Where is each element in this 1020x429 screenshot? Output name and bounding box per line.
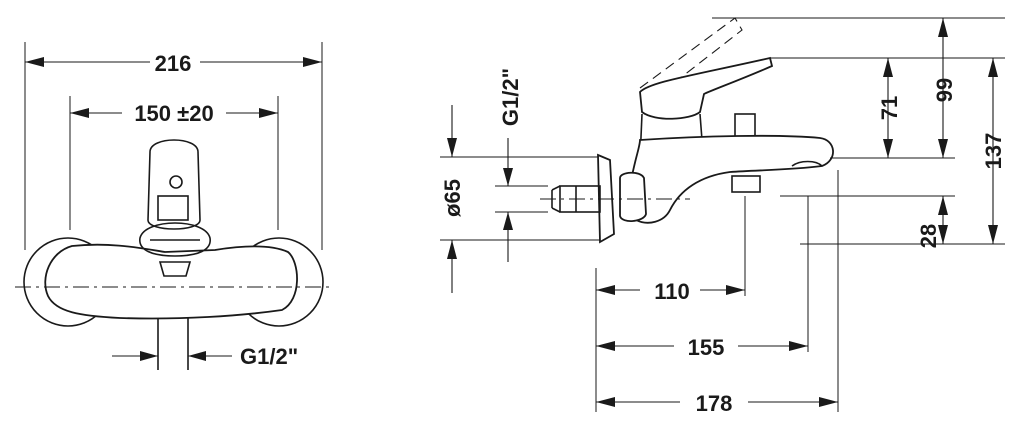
dimension-label: 155 [688, 335, 725, 360]
dimension-label: 137 [981, 133, 1006, 170]
dimension-diameter-65: ø65 [440, 105, 600, 293]
dimension-label: 178 [696, 391, 733, 416]
dimension-height-71: 71 [877, 58, 902, 158]
side-view: ø65 G1/2" [440, 17, 1006, 416]
dimension-height-99: 99 [932, 18, 957, 158]
dimension-label: 28 [916, 224, 941, 248]
dimension-label: 71 [877, 96, 902, 120]
dimension-label: 99 [932, 78, 957, 102]
faucet-side-outline [551, 17, 834, 244]
front-view: 216 150 ±20 [15, 42, 330, 370]
dimension-width-216: 216 [25, 51, 322, 76]
dimension-label: 216 [155, 51, 192, 76]
dimension-label: G1/2" [498, 68, 523, 126]
dimension-label: 110 [654, 279, 690, 304]
dimension-thread-side: G1/2" [495, 68, 548, 262]
dimension-depth-178: 178 [596, 391, 838, 416]
dimension-depth-110: 110 [596, 279, 745, 304]
dimension-height-28: 28 [916, 196, 948, 248]
dimension-thread-front: G1/2" [112, 344, 298, 369]
dimension-depth-155: 155 [596, 335, 808, 360]
dimension-spacing-150: 150 ±20 [70, 101, 278, 126]
dimension-height-137: 137 [981, 58, 1006, 244]
dimension-label: ø65 [440, 179, 465, 217]
dimension-label: 150 ±20 [134, 101, 213, 126]
dimension-label: G1/2" [240, 344, 298, 369]
faucet-front-outline [23, 139, 324, 327]
